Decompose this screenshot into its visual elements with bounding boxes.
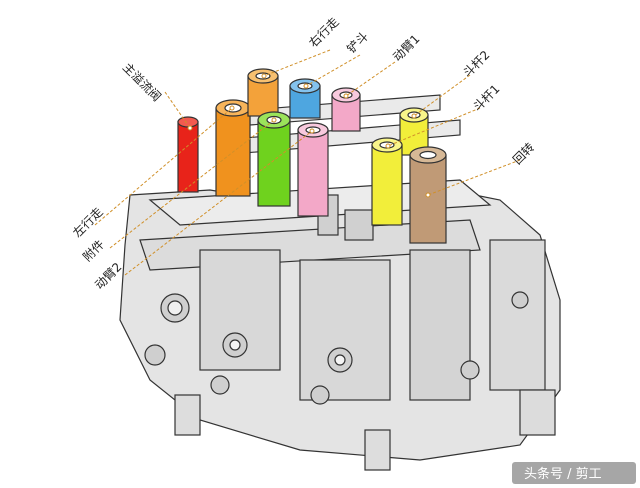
label-arm2: 斗杆2 xyxy=(460,48,492,80)
spool-left-travel xyxy=(215,99,251,197)
spool-attachment xyxy=(257,111,291,207)
watermark: 头条号 / 剪工 xyxy=(512,462,636,484)
spool-right-travel xyxy=(247,68,279,117)
main-relief-valve xyxy=(177,116,199,193)
label-bucket: 铲斗 xyxy=(344,29,372,57)
spool-boom2 xyxy=(297,122,329,217)
label-left-travel: 左行走 xyxy=(70,204,106,240)
spool-arm1 xyxy=(371,137,403,226)
label-arm1: 斗杆1 xyxy=(470,82,502,114)
leader-lines xyxy=(94,49,521,276)
label-swing: 回转 xyxy=(510,140,538,168)
watermark-text: 头条号 / 剪工 xyxy=(524,466,602,482)
spool-swing xyxy=(409,146,447,244)
label-boom2: 动臂2 xyxy=(92,260,124,292)
label-attachment: 附件 xyxy=(80,237,107,264)
valve-body xyxy=(119,179,561,471)
label-right-travel: 右行走 xyxy=(306,14,342,50)
label-boom1: 动臂1 xyxy=(390,32,422,64)
label-main-relief-valve: 主溢流阀 xyxy=(120,60,164,104)
leader-dots xyxy=(187,73,431,198)
